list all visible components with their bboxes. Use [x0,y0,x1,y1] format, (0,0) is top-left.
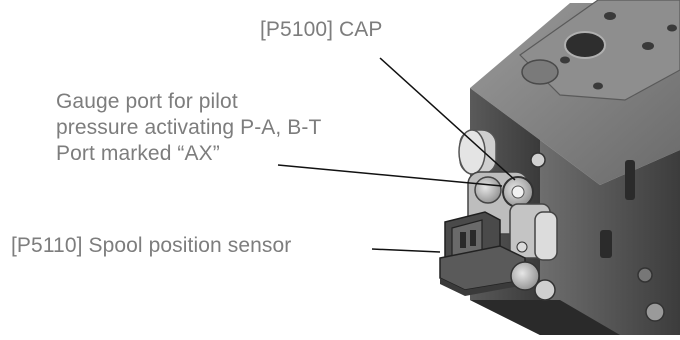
side-bolt [645,302,665,322]
callout-spool-sensor-label: [P5110] Spool position sensor [11,234,292,257]
side-slot [600,230,612,258]
top-bolt-hole [593,82,603,90]
lower-fitting [516,241,528,253]
sensor-connector-pin [460,232,466,248]
valve-body [439,0,680,335]
top-main-port [564,31,606,59]
top-bolt-hole [642,42,654,50]
sensor-cylinder [534,211,558,261]
side-bolt [637,267,653,283]
cap-fitting-center [511,185,525,199]
top-port-boss [521,59,559,85]
sensor-connector-pin [470,230,476,246]
side-slot [625,160,635,200]
gauge-port-ring [474,176,502,204]
small-fitting [530,152,546,168]
valve-bottom-edge [470,300,620,335]
pilot-plug-face [458,129,486,175]
callout-gauge-line-2: pressure activating P-A, B-T [56,116,322,139]
leader-line-sensor [371,248,441,253]
top-bolt-hole [667,24,677,32]
top-bolt-hole [604,12,616,20]
top-bolt-hole [560,56,570,64]
callout-gauge-port-label: Gauge port for pilot pressure activating… [56,89,321,167]
sensor-base-edge [440,278,525,296]
lower-fitting [534,279,556,301]
callout-cap-label: [P5100] CAP [260,18,383,41]
callout-gauge-line-1: Gauge port for pilot [56,90,238,113]
leader-line-cap [379,57,516,181]
lower-fitting [510,261,540,291]
leader-line-gauge [277,164,503,187]
callout-gauge-line-3: Port marked “AX” [56,142,220,165]
